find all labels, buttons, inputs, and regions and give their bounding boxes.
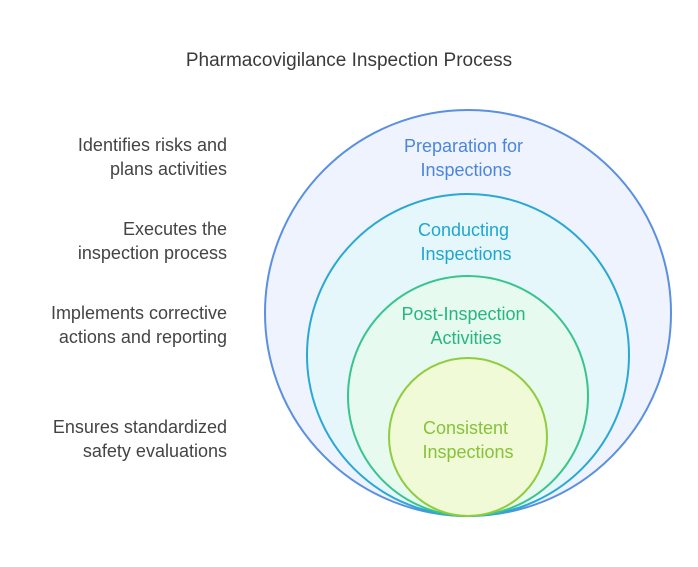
description-line: Executes the xyxy=(122,219,227,239)
description-line: Identifies risks and xyxy=(77,135,227,155)
description-line: plans activities xyxy=(109,159,227,179)
description-post-inspection: Implements corrective actions and report… xyxy=(0,301,227,349)
layer-label-post-inspection: Post-Inspection Activities xyxy=(401,304,530,348)
description-line: Implements corrective xyxy=(50,303,227,323)
description-line: inspection process xyxy=(77,243,227,263)
layer-label-preparation: Preparation for Inspections xyxy=(404,136,528,180)
description-line: Ensures standardized xyxy=(52,417,227,437)
layer-label-conducting: Conducting Inspections xyxy=(418,220,514,264)
diagram-title: Pharmacovigilance Inspection Process xyxy=(185,50,513,71)
layer-label-consistent: Consistent Inspections xyxy=(422,418,513,462)
description-preparation: Identifies risks and plans activities xyxy=(0,133,227,181)
description-conducting: Executes the inspection process xyxy=(0,217,227,265)
description-line: safety evaluations xyxy=(82,441,227,461)
description-consistent: Ensures standardized safety evaluations xyxy=(0,415,227,463)
description-line: actions and reporting xyxy=(58,327,227,347)
circle-consistent xyxy=(388,357,548,517)
